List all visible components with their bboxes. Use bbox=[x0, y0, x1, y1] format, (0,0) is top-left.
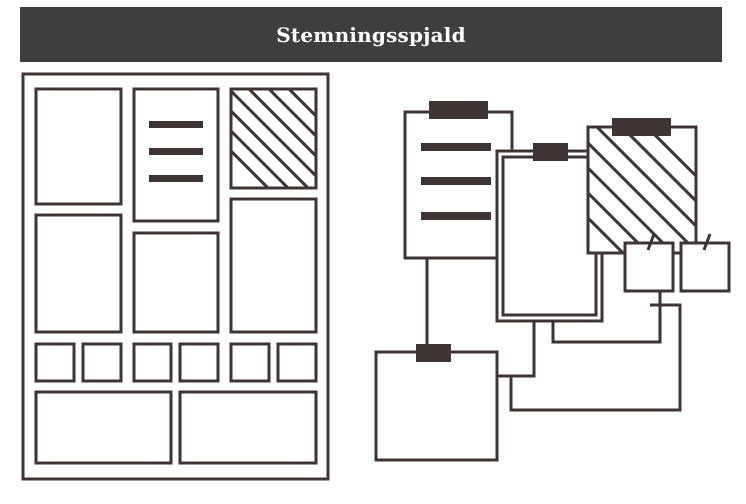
board-frame bbox=[21, 72, 330, 481]
grid-cell-text bbox=[132, 87, 220, 223]
hatch-pattern bbox=[231, 89, 316, 188]
clipboard-framed-card bbox=[495, 149, 604, 323]
grid-cell-small bbox=[229, 342, 271, 383]
title-banner: Stemningsspjald bbox=[20, 7, 722, 62]
connector-lines bbox=[425, 258, 682, 412]
pin-icon bbox=[702, 233, 712, 251]
moodboard-grid-illustration bbox=[21, 72, 330, 481]
grid-cell-wide bbox=[178, 390, 318, 465]
grid-cell-small bbox=[276, 342, 318, 383]
text-lines-icon bbox=[149, 121, 203, 182]
pin-icon bbox=[646, 233, 656, 251]
grid-cell-small bbox=[132, 342, 173, 383]
grid-cell-image bbox=[34, 213, 123, 334]
grid-cell-image bbox=[229, 197, 318, 334]
clip-icon bbox=[533, 143, 568, 161]
grid-cell-small bbox=[81, 342, 123, 383]
text-lines-icon bbox=[421, 143, 491, 220]
page-title: Stemningsspjald bbox=[276, 22, 466, 47]
clipboard-bottom-card bbox=[374, 350, 499, 462]
grid-cell-hatched bbox=[229, 87, 318, 190]
sticky-notes bbox=[623, 233, 731, 293]
clip-icons bbox=[416, 101, 671, 362]
sticky-note bbox=[623, 241, 675, 293]
clip-icon bbox=[416, 344, 451, 362]
clip-icon bbox=[429, 101, 488, 119]
sticky-note bbox=[679, 241, 731, 293]
grid-cell-image bbox=[34, 87, 123, 206]
grid-cell-image bbox=[132, 231, 220, 334]
grid-cell-small bbox=[34, 342, 76, 383]
grid-cell-small bbox=[178, 342, 220, 383]
grid-cell-wide bbox=[34, 390, 173, 465]
clip-icon bbox=[612, 118, 671, 136]
